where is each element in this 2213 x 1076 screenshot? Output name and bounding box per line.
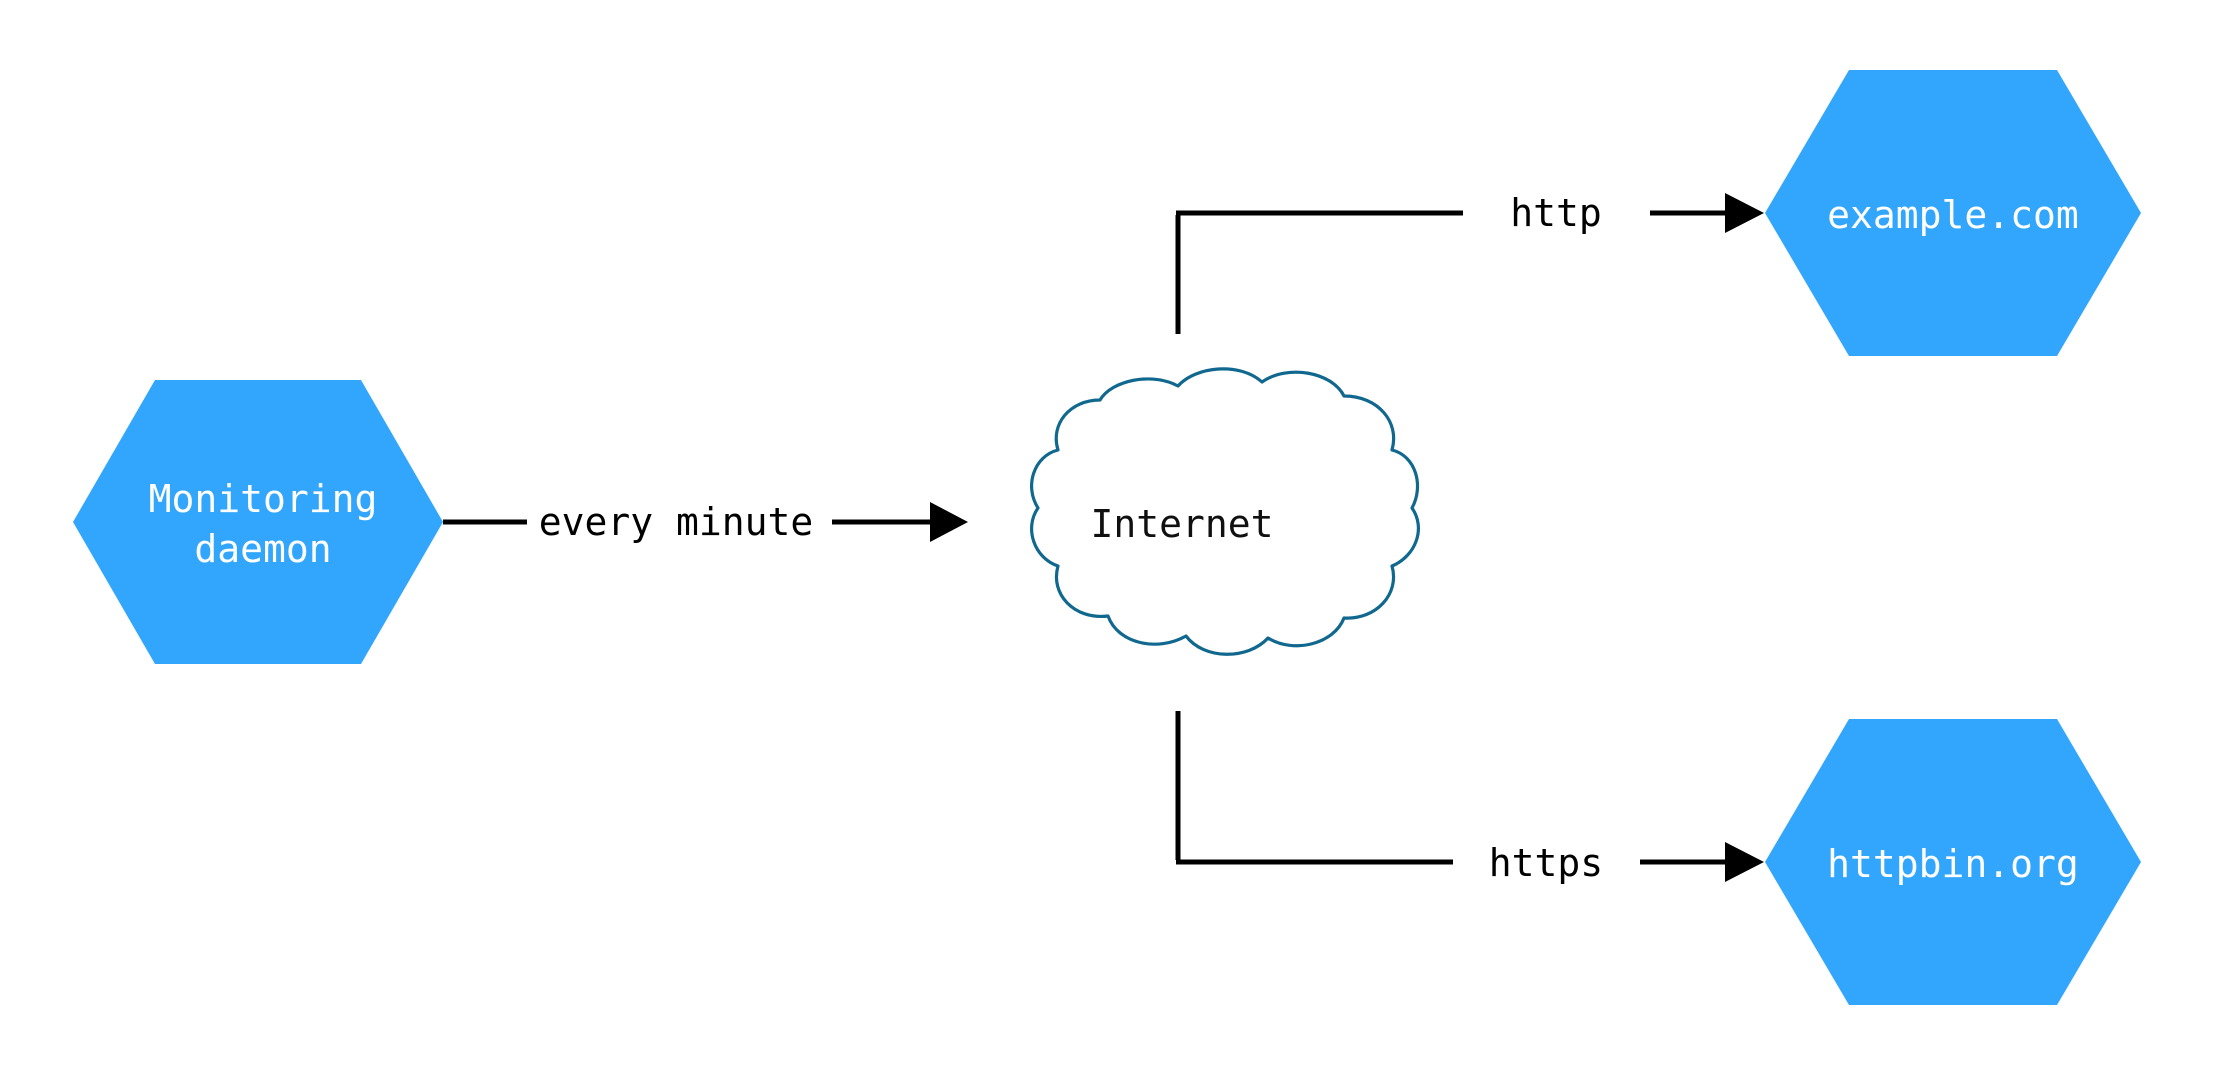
internet-cloud-shape bbox=[1030, 367, 1420, 656]
edge-internet-httpbin-arrowhead bbox=[1725, 842, 1764, 882]
example-com-hexagon bbox=[1765, 70, 2141, 356]
node-example-com[interactable]: example.com bbox=[1765, 70, 2141, 356]
edge-label-http: http bbox=[1510, 191, 1602, 235]
node-internet[interactable]: Internet bbox=[1030, 367, 1420, 656]
edge-label-every-minute: every minute bbox=[539, 500, 814, 544]
edge-internet-example[interactable]: http bbox=[1175, 191, 1764, 334]
edge-daemon-internet-arrowhead bbox=[930, 502, 968, 542]
node-monitoring-daemon[interactable]: Monitoring daemon bbox=[73, 380, 443, 664]
httpbin-org-hexagon bbox=[1765, 719, 2141, 1005]
example-com-label: example.com bbox=[1827, 193, 2079, 237]
edge-internet-example-arrowhead bbox=[1725, 193, 1764, 233]
monitoring-daemon-label-line1: Monitoring bbox=[149, 477, 378, 521]
monitoring-daemon-hexagon bbox=[73, 380, 443, 664]
internet-label: Internet bbox=[1090, 502, 1273, 546]
edge-daemon-internet[interactable]: every minute bbox=[443, 500, 968, 544]
httpbin-org-label: httpbin.org bbox=[1827, 842, 2079, 886]
edge-internet-httpbin[interactable]: https bbox=[1175, 711, 1764, 885]
edge-label-https: https bbox=[1489, 841, 1603, 885]
monitoring-daemon-label-line2: daemon bbox=[194, 527, 331, 571]
node-httpbin-org[interactable]: httpbin.org bbox=[1765, 719, 2141, 1005]
